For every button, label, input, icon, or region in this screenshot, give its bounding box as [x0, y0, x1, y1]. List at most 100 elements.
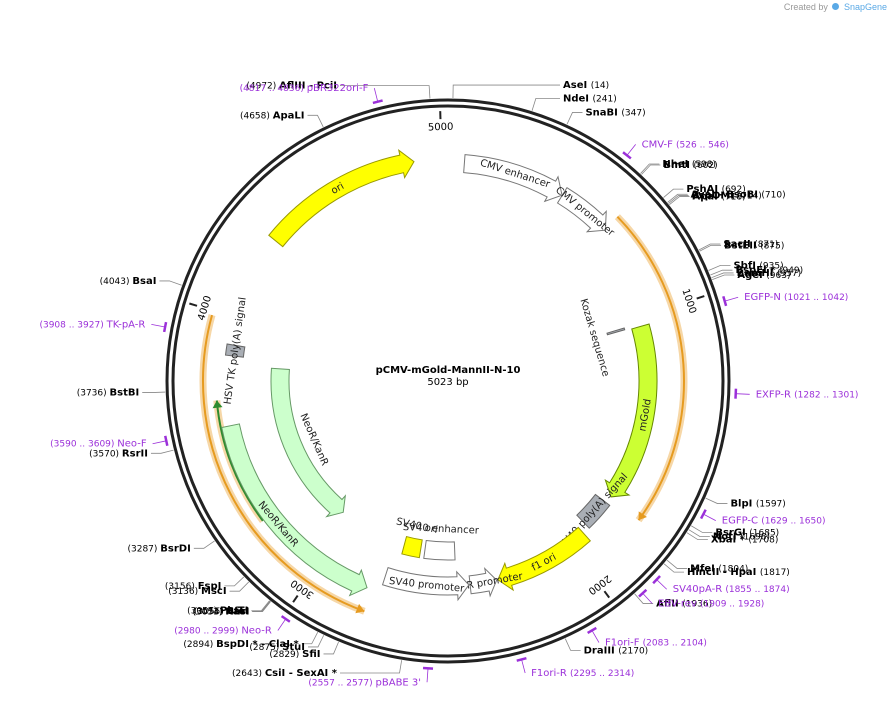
site-leader-mfei: [666, 559, 688, 569]
snapgene-watermark: Created by SnapGene: [784, 2, 887, 12]
site-name: MfeI: [690, 563, 718, 574]
site-leader-aflii: [634, 593, 654, 604]
orf-arcs: [199, 214, 688, 615]
primer-neo-r: (2980 .. 2999) Neo-R: [174, 625, 272, 636]
site-name: ApaLI: [273, 110, 305, 121]
site-position: (3055): [194, 607, 227, 617]
watermark-text: Created by: [783, 2, 828, 12]
outer-backbone-ring: [165, 98, 731, 664]
primer-ebv-rev: EBV-rev (1909 .. 1928): [658, 599, 764, 610]
site-stui: (2875) StuI: [249, 642, 305, 653]
site-name: BlpI: [730, 499, 755, 510]
site-name: StuI: [282, 642, 305, 653]
feature-ampr-promoter: [468, 566, 498, 598]
site-name: FspI: [198, 581, 222, 592]
site-leader-snabi: [566, 112, 583, 125]
primer-leader-ebv-rev: [642, 592, 653, 604]
primer-name: EXFP-R: [756, 389, 794, 400]
site-rsrii: (3570) RsrII: [89, 448, 148, 459]
site-name: BspEI *: [735, 265, 778, 276]
site-leader-msci: [229, 581, 250, 592]
site-leader-sacii: [698, 243, 721, 251]
site-name: SfiI: [302, 649, 320, 660]
feature-sv40-promoter: [381, 566, 470, 602]
site-csii-sexai: (2643) CsiI - SexAI *: [232, 668, 338, 679]
primer-exfp-r: EXFP-R (1282 .. 1301): [756, 389, 859, 400]
site-name: AvaI - BsoBI: [691, 189, 762, 200]
site-leader-draiii: [564, 638, 581, 651]
site-noti: NotI (1698): [713, 532, 770, 543]
site-apai: ApaI (718): [693, 192, 746, 203]
site-name: DraIII: [584, 645, 619, 656]
site-position: (3156): [165, 582, 198, 592]
primer-range: (1909 .. 1928): [700, 600, 764, 610]
primer-name: EBV-rev: [658, 599, 700, 610]
feature-label-kozak-sequence: Kozak sequence: [578, 298, 611, 379]
site-position: (3736): [77, 389, 110, 399]
primer-sv40pa-r: SV40pA-R (1855 .. 1874): [673, 584, 790, 595]
site-position: (4972): [246, 82, 279, 92]
site-name: NheI: [662, 159, 691, 170]
watermark-brand: SnapGene: [843, 2, 887, 12]
site-leader-bsrdi: [193, 540, 215, 549]
site-sfii: (2829) SfiI: [269, 649, 320, 660]
site-position: (14): [591, 81, 609, 91]
site-position: (963): [766, 271, 790, 281]
tick-1000: [696, 295, 705, 300]
site-leader-blpi: [705, 497, 728, 504]
primer-range: (2557 .. 2577): [308, 678, 375, 688]
site-position: (1708): [748, 536, 778, 546]
primer-f1ori-f: F1ori-F (2083 .. 2104): [605, 638, 707, 649]
tick-label-2000: 2000: [586, 572, 613, 596]
site-name: AflIII - PciI: [279, 81, 337, 92]
primer-name: pBR322ori-F: [307, 83, 369, 94]
feature-sv40-poly-a-signal: [576, 493, 611, 529]
site-position: (3057): [187, 607, 220, 617]
site-name: KasI: [225, 607, 249, 618]
site-nhei: NheI (598): [662, 159, 716, 170]
site-fspi: (3156) FspI: [165, 581, 221, 592]
site-leader-noti: [688, 529, 710, 537]
site-position: (710): [761, 190, 785, 200]
site-xbai: XbaI * (1708): [711, 535, 778, 546]
site-leader-apai: [669, 196, 690, 205]
site-leader-rsrii: [150, 449, 174, 454]
primer-leader-f1ori-f: [591, 630, 600, 643]
site-position: (4043): [100, 277, 133, 287]
tick-4000: [189, 302, 198, 307]
primer-name: SV40pA-R: [673, 584, 726, 595]
primer-leader-tk-pa-r: [151, 323, 166, 328]
primer-leader-egfp-c: [703, 513, 716, 521]
site-bspdi-clai: (2894) BspDI * - ClaI *: [183, 639, 299, 650]
site-afliii-pcii: (4972) AflIII - PciI: [246, 81, 337, 92]
site-name: SnaBI: [585, 107, 621, 118]
site-leader-agei: [712, 274, 735, 281]
tick-label-1000: 1000: [679, 287, 697, 315]
site-name: AseI: [563, 80, 591, 91]
site-position: (2829): [269, 650, 302, 660]
site-leader-bsteii: [699, 244, 722, 252]
feature-cmv-promoter: [556, 186, 607, 233]
site-leader-bstbi: [142, 391, 166, 393]
feature-sv40-enhancer: [423, 539, 456, 561]
site-position: (718): [721, 193, 745, 203]
backbone-rings: [165, 98, 731, 664]
site-avai-bsobi: AvaI - BsoBI (710): [691, 189, 786, 200]
site-leader-nhei: [640, 163, 660, 174]
site-position: (241): [593, 94, 617, 104]
site-position: (871): [754, 240, 778, 250]
feature-sv40-ori: [401, 535, 423, 559]
site-position: (3287): [127, 544, 160, 554]
orf-arrowhead-1: [638, 511, 647, 521]
site-leader-kasi: [252, 601, 271, 613]
primer-name: Neo-F: [117, 439, 147, 450]
feature-neor-kanr: [221, 423, 368, 597]
orf-arc-1: [616, 215, 685, 521]
primer-leader-f1ori-r: [521, 659, 526, 674]
site-leader-xbai: [686, 532, 708, 541]
primer-name: F1ori-R: [531, 668, 570, 679]
site-leader-bspei: [710, 269, 733, 276]
site-position: (602): [693, 161, 717, 171]
site-msci: (3136) MscI: [168, 586, 226, 597]
